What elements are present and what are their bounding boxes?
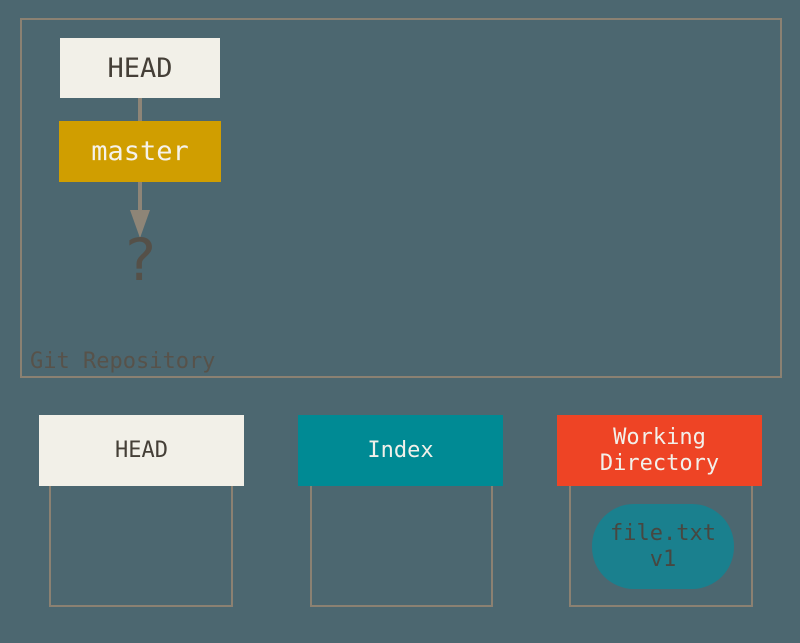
file-name: file.txt (610, 520, 716, 546)
index-area-rect (310, 484, 493, 607)
git-repository-label: Git Repository (30, 349, 216, 374)
file-version: v1 (649, 546, 677, 572)
master-branch-box: master (59, 121, 221, 182)
head-area-rect (49, 484, 233, 607)
question-mark: ? (122, 226, 158, 294)
git-repository-container: Git Repository (20, 18, 782, 378)
head-to-master-connector-line (138, 98, 142, 121)
file-blob: file.txt v1 (592, 504, 734, 589)
arrow-head-icon (130, 210, 150, 238)
index-column-box: Index (298, 415, 503, 486)
master-arrow-shaft (138, 182, 142, 212)
head-ref-box: HEAD (60, 38, 220, 98)
working-directory-column-box: Working Directory (557, 415, 762, 486)
head-column-box: HEAD (39, 415, 244, 486)
